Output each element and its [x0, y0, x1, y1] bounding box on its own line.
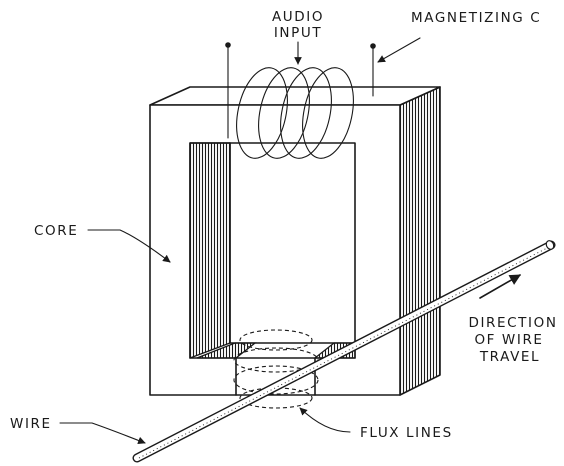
magnetizing-coil	[225, 42, 376, 159]
core-front-face	[149, 104, 401, 396]
coil-turn-3	[280, 67, 332, 159]
direction-label-line2: OF WIRE	[474, 332, 543, 348]
coil-turn-4	[302, 67, 354, 159]
flux-line-3	[233, 365, 319, 395]
coil-terminal-left-icon	[225, 42, 231, 48]
core-window-left-wall	[189, 142, 231, 359]
wire-label: WIRE	[10, 416, 52, 432]
audio-input-label-line2: INPUT	[274, 25, 322, 41]
magnetizing-coil-label: MAGNETIZING C	[411, 10, 541, 26]
core-right-side	[399, 86, 441, 396]
core-label: CORE	[34, 223, 78, 239]
coil-terminal-right-icon	[370, 43, 376, 49]
gap-left-pole	[196, 342, 257, 359]
flux-lines-label: FLUX LINES	[360, 425, 453, 441]
core-arrow	[87, 229, 171, 263]
labels: AUDIO INPUT MAGNETIZING C CORE DIRECTION…	[10, 9, 557, 441]
flux-lines-arrow	[299, 407, 351, 433]
audio-input-label-line1: AUDIO	[272, 9, 324, 25]
wire-arrow	[59, 422, 146, 445]
coil-turn-1	[236, 67, 288, 159]
flux-line-1	[239, 329, 313, 351]
recording-wire	[132, 240, 556, 463]
annotation-arrows	[59, 37, 521, 445]
direction-label-line3: TRAVEL	[479, 349, 540, 365]
direction-label-line1: DIRECTION	[468, 315, 557, 331]
core-top-face	[149, 86, 441, 106]
flux-line-4	[239, 387, 313, 409]
coil-turn-2	[258, 67, 310, 159]
magnetizing-coil-arrow	[377, 37, 421, 63]
wire-direction-arrow	[479, 274, 521, 299]
